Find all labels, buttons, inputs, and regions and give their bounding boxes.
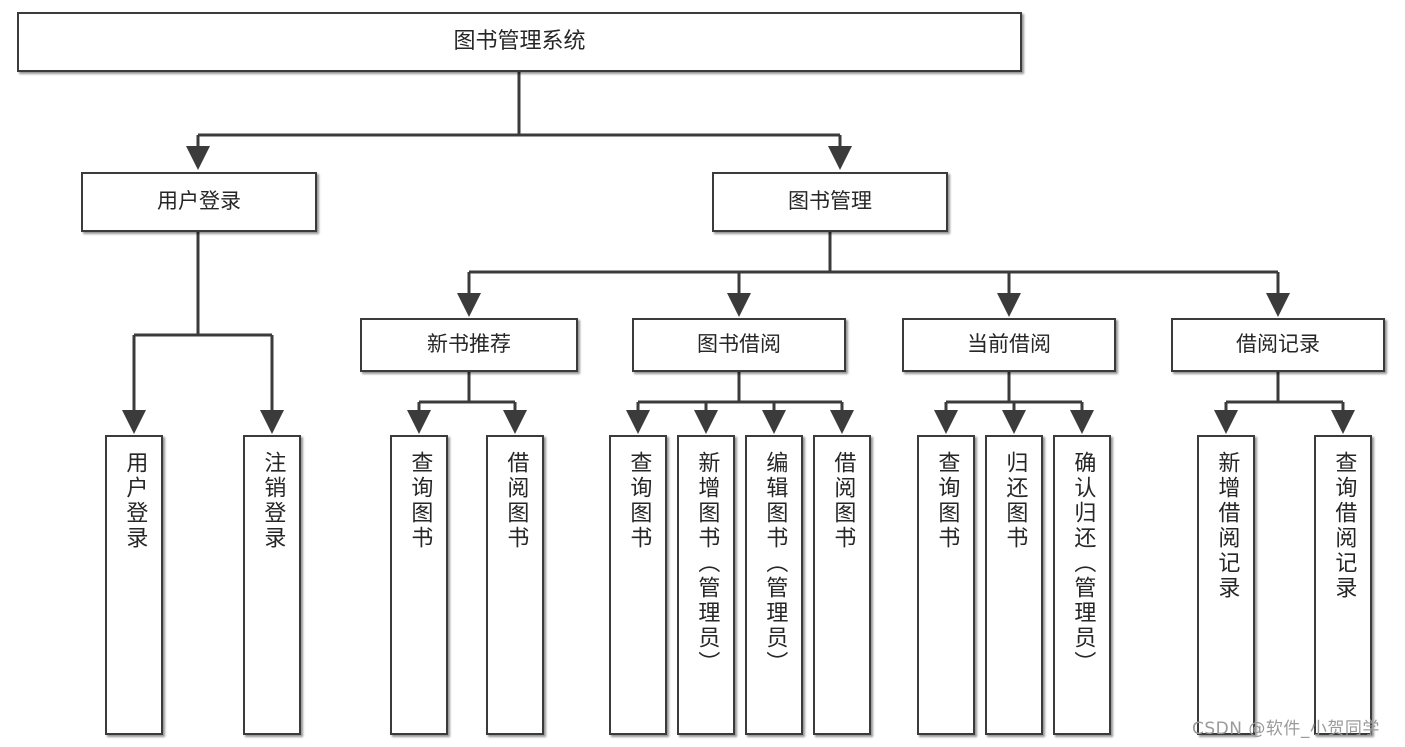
node-leaf-query-book-c[interactable]: 查询图书 bbox=[917, 435, 975, 735]
node-label: 新增借阅记录 bbox=[1214, 451, 1240, 601]
node-label: 借阅记录 bbox=[1236, 332, 1320, 357]
node-label: 借阅图书 bbox=[503, 451, 529, 551]
node-label: 查询图书 bbox=[934, 451, 960, 551]
node-label: 归还图书 bbox=[1002, 451, 1028, 551]
node-new-book-recommend[interactable]: 新书推荐 bbox=[360, 318, 578, 372]
node-borrow-record[interactable]: 借阅记录 bbox=[1171, 318, 1385, 372]
node-leaf-query-book-a[interactable]: 查询图书 bbox=[390, 435, 448, 735]
node-leaf-return-book[interactable]: 归还图书 bbox=[985, 435, 1043, 735]
node-leaf-query-record[interactable]: 查询借阅记录 bbox=[1314, 435, 1372, 735]
node-label: 当前借阅 bbox=[967, 332, 1051, 357]
node-label: 新书推荐 bbox=[427, 332, 511, 357]
node-label: 查询借阅记录 bbox=[1331, 451, 1357, 601]
node-label: 用户登录 bbox=[157, 189, 241, 214]
node-user-login[interactable]: 用户登录 bbox=[81, 172, 317, 232]
node-root-system[interactable]: 图书管理系统 bbox=[17, 12, 1022, 72]
node-leaf-add-book[interactable]: 新增图书（管理员） bbox=[677, 435, 735, 735]
node-leaf-query-book-b[interactable]: 查询图书 bbox=[609, 435, 667, 735]
node-leaf-confirm-return[interactable]: 确认归还（管理员） bbox=[1053, 435, 1111, 735]
node-label: 注销登录 bbox=[260, 451, 286, 551]
node-book-borrow[interactable]: 图书借阅 bbox=[632, 318, 846, 372]
node-label: 图书管理系统 bbox=[453, 28, 586, 54]
node-label: 新增图书（管理员） bbox=[694, 451, 720, 676]
node-label: 用户登录 bbox=[122, 451, 148, 551]
node-label: 确认归还（管理员） bbox=[1070, 451, 1096, 676]
node-leaf-user-login[interactable]: 用户登录 bbox=[105, 435, 163, 735]
node-label: 编辑图书（管理员） bbox=[762, 451, 788, 676]
node-leaf-borrow-book-a[interactable]: 借阅图书 bbox=[486, 435, 544, 735]
node-leaf-logout[interactable]: 注销登录 bbox=[243, 435, 301, 735]
node-label: 查询图书 bbox=[626, 451, 652, 551]
node-current-borrow[interactable]: 当前借阅 bbox=[902, 318, 1116, 372]
node-leaf-add-record[interactable]: 新增借阅记录 bbox=[1197, 435, 1255, 735]
node-leaf-borrow-book-b[interactable]: 借阅图书 bbox=[813, 435, 871, 735]
node-label: 查询图书 bbox=[407, 451, 433, 551]
node-leaf-edit-book[interactable]: 编辑图书（管理员） bbox=[745, 435, 803, 735]
node-label: 图书借阅 bbox=[697, 332, 781, 357]
node-book-manage[interactable]: 图书管理 bbox=[712, 172, 948, 232]
node-label: 图书管理 bbox=[788, 189, 872, 214]
node-label: 借阅图书 bbox=[830, 451, 856, 551]
